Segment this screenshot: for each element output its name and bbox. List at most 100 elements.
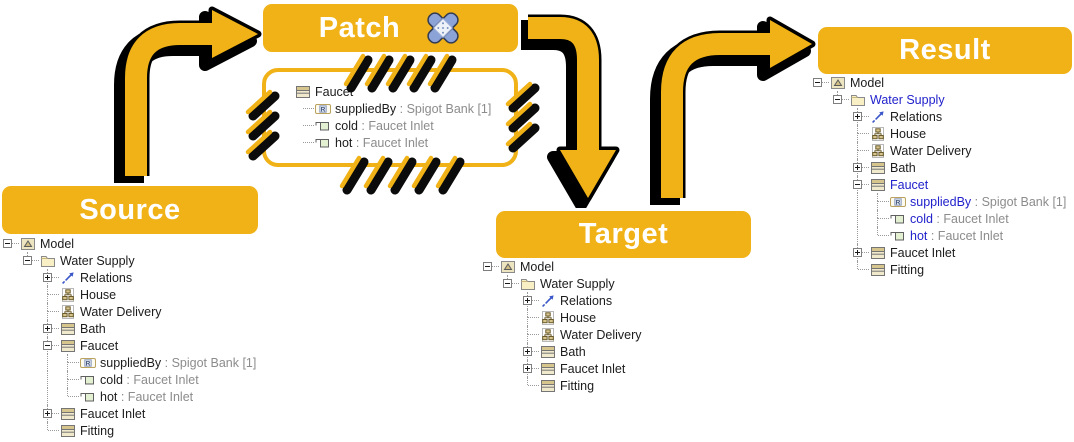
tree-item[interactable]: Faucet Inlet [810, 244, 1066, 261]
tree-connector [520, 360, 540, 377]
port-icon [80, 389, 96, 405]
tree-guide [20, 371, 40, 388]
tree-item[interactable]: Water Delivery [810, 142, 1066, 159]
tree-connector [850, 244, 870, 261]
tree-item[interactable]: cold : Faucet Inlet [810, 210, 1066, 227]
tree-item[interactable]: House [0, 286, 256, 303]
folder-icon [850, 92, 866, 108]
result-header-label: Result [899, 34, 991, 66]
tree-guide [20, 354, 40, 371]
tree-guide [480, 275, 500, 292]
tree-connector [870, 227, 890, 244]
class-icon [540, 378, 556, 394]
tree-item-label: Water Delivery [80, 304, 162, 319]
ref-icon: R [315, 101, 331, 117]
target-header: Target [496, 211, 751, 258]
tree-guide [810, 193, 830, 210]
tree-connector [520, 377, 540, 394]
expand-toggle[interactable] [3, 239, 12, 248]
tree-guide [830, 108, 850, 125]
tree-connector [40, 337, 60, 354]
tree-guide [40, 371, 60, 388]
tree-item[interactable]: House [810, 125, 1066, 142]
tree-guide [810, 261, 830, 278]
relations-icon [60, 270, 76, 286]
svg-text:R: R [86, 360, 91, 367]
expand-toggle[interactable] [23, 256, 32, 265]
tree-item[interactable]: Water Supply [480, 275, 642, 292]
expand-toggle[interactable] [853, 180, 862, 189]
tree-item-label: Model [520, 259, 555, 274]
tree-item[interactable]: Bath [480, 343, 642, 360]
tree-connector [295, 117, 315, 134]
tree-item[interactable]: Fitting [0, 422, 256, 439]
tree-item[interactable]: Faucet [810, 176, 1066, 193]
patch-header: Patch [263, 4, 518, 52]
tree-item[interactable]: hot : Faucet Inlet [0, 388, 256, 405]
tree-item-label: Relations [890, 109, 943, 124]
tree-item[interactable]: Water Delivery [0, 303, 256, 320]
tree-item-label: Model [40, 236, 75, 251]
tree-item[interactable]: Model [0, 235, 256, 252]
expand-toggle[interactable] [43, 324, 52, 333]
tree-item[interactable]: Model [810, 74, 1066, 91]
tree-item[interactable]: Fitting [810, 261, 1066, 278]
expand-toggle[interactable] [483, 262, 492, 271]
tree-item-label: cold [910, 211, 933, 226]
expand-toggle[interactable] [523, 364, 532, 373]
expand-toggle[interactable] [43, 273, 52, 282]
tree-item[interactable]: Faucet [295, 83, 514, 100]
tree-item[interactable]: cold : Faucet Inlet [295, 117, 514, 134]
tree-connector [870, 193, 890, 210]
tree-guide [20, 286, 40, 303]
tree-item[interactable]: House [480, 309, 642, 326]
arrow-target-to-result-icon [650, 16, 816, 205]
tree-item[interactable]: Water Delivery [480, 326, 642, 343]
tree-item[interactable]: Faucet Inlet [0, 405, 256, 422]
expand-toggle[interactable] [833, 95, 842, 104]
class-icon [870, 262, 886, 278]
tree-item[interactable]: cold : Faucet Inlet [0, 371, 256, 388]
tree-item-label: Relations [80, 270, 133, 285]
tree-item[interactable]: Relations [810, 108, 1066, 125]
tree-item[interactable]: Water Supply [0, 252, 256, 269]
tree-connector [40, 422, 60, 439]
tree-item[interactable]: hot : Faucet Inlet [295, 134, 514, 151]
tree-connector [850, 176, 870, 193]
expand-toggle[interactable] [43, 341, 52, 350]
tree-connector [295, 100, 315, 117]
tree-item[interactable]: Fitting [480, 377, 642, 394]
org-icon [870, 126, 886, 142]
tree-item[interactable]: Faucet Inlet [480, 360, 642, 377]
tree-connector [40, 405, 60, 422]
tree-item[interactable]: Water Supply [810, 91, 1066, 108]
class-icon [60, 406, 76, 422]
tree-item[interactable]: hot : Faucet Inlet [810, 227, 1066, 244]
tree-guide [0, 252, 20, 269]
tree-item[interactable]: Model [480, 258, 642, 275]
expand-toggle[interactable] [43, 409, 52, 418]
tree-guide [20, 422, 40, 439]
class-icon [60, 338, 76, 354]
tree-item[interactable]: Relations [480, 292, 642, 309]
tree-item[interactable]: Relations [0, 269, 256, 286]
tree-connector [500, 275, 520, 292]
expand-toggle[interactable] [853, 248, 862, 257]
tree-guide [0, 286, 20, 303]
expand-toggle[interactable] [503, 279, 512, 288]
tree-item[interactable]: Bath [0, 320, 256, 337]
expand-toggle[interactable] [853, 163, 862, 172]
relations-icon [870, 109, 886, 125]
expand-toggle[interactable] [853, 112, 862, 121]
tree-guide [0, 388, 20, 405]
expand-toggle[interactable] [813, 78, 822, 87]
expand-toggle[interactable] [523, 296, 532, 305]
tree-guide [830, 193, 850, 210]
tree-item[interactable]: Bath [810, 159, 1066, 176]
tree-connector [850, 142, 870, 159]
expand-toggle[interactable] [523, 347, 532, 356]
tree-item[interactable]: Faucet [0, 337, 256, 354]
